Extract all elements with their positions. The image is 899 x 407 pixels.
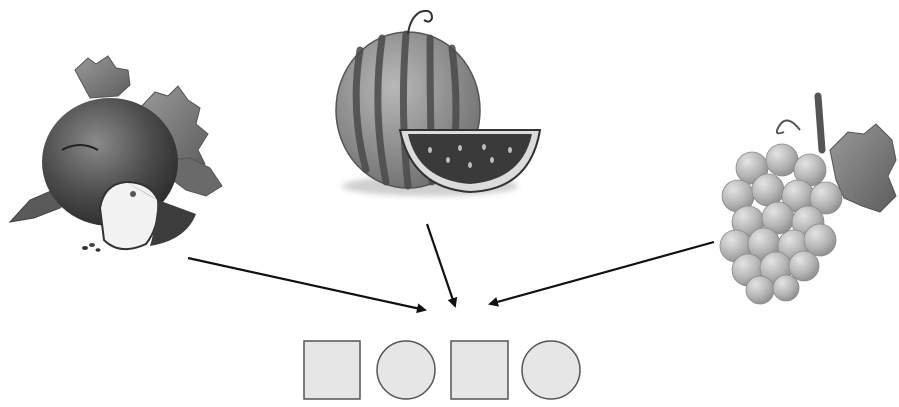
grapes-icon bbox=[719, 92, 897, 305]
answer-square-1[interactable] bbox=[303, 340, 361, 400]
answer-circle-2[interactable] bbox=[521, 340, 581, 400]
arrow-from-apple bbox=[187, 256, 427, 314]
arrow-from-grapes bbox=[488, 240, 715, 307]
watermelon-icon bbox=[335, 9, 542, 196]
answer-shapes bbox=[303, 340, 581, 400]
arrow-from-watermelon bbox=[425, 223, 458, 308]
answer-square-2[interactable] bbox=[450, 340, 509, 400]
arrows bbox=[187, 223, 715, 314]
apple-icon bbox=[8, 55, 223, 252]
answer-circle-1[interactable] bbox=[376, 340, 436, 400]
